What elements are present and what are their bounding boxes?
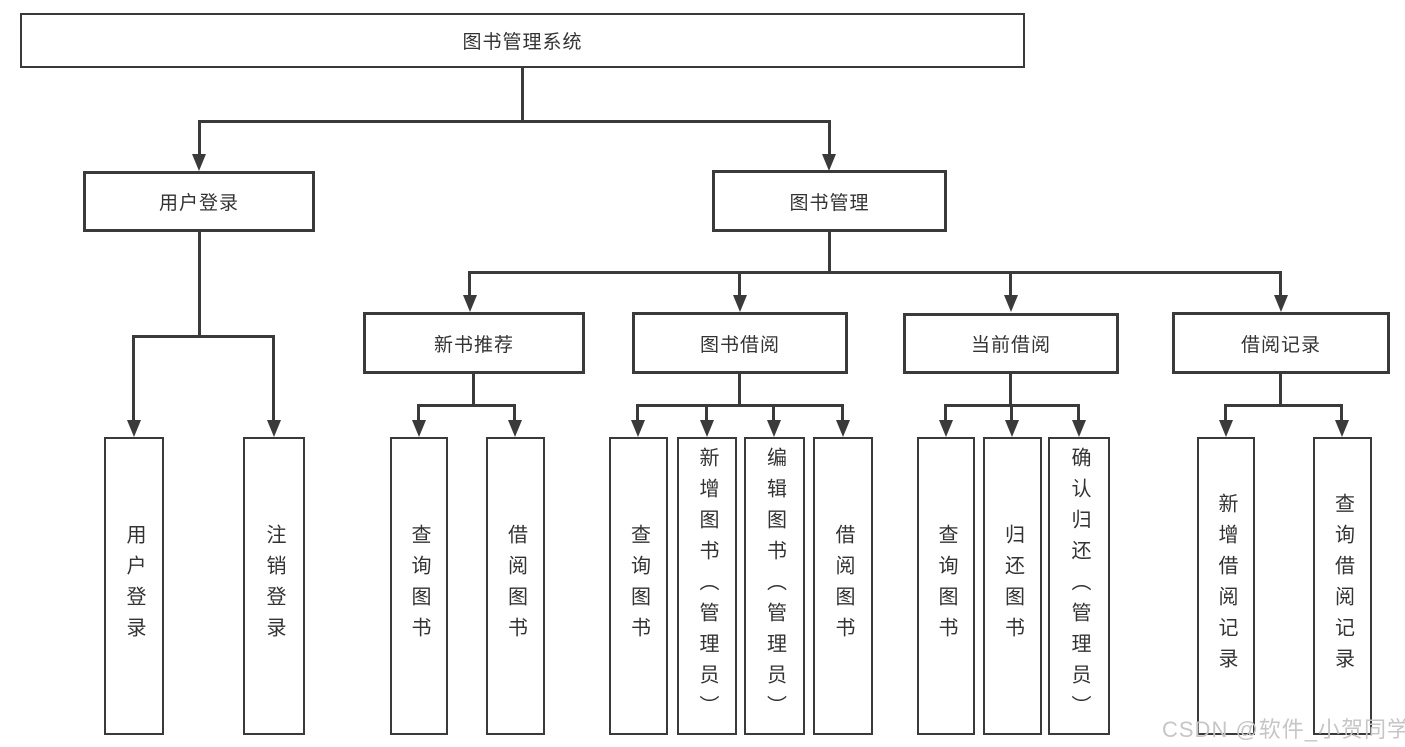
leaf-confirm-return-admin: 确认归还（管理员） xyxy=(1048,437,1110,735)
arrow-down-icon xyxy=(267,420,281,437)
connector-line xyxy=(738,271,741,299)
node-new-book-recommend-label: 新书推荐 xyxy=(433,334,514,356)
node-user-login: 用户登录 xyxy=(83,171,315,232)
leaf-add-books-admin: 新增图书（管理员） xyxy=(677,437,737,735)
node-book-management-system: 图书管理系统 xyxy=(20,13,1025,68)
arrow-down-icon xyxy=(939,420,953,437)
leaf-confirm-return-admin-label: 确认归还（管理员） xyxy=(1068,446,1090,726)
connector-line xyxy=(513,404,516,424)
node-borrow-records: 借阅记录 xyxy=(1172,312,1390,374)
leaf-return-books-label: 归还图书 xyxy=(1001,524,1024,648)
connector-line xyxy=(1009,374,1012,407)
arrow-down-icon xyxy=(192,154,206,171)
node-book-borrowing-label: 图书借阅 xyxy=(699,334,780,356)
node-book-management-system-label: 图书管理系统 xyxy=(462,32,583,53)
leaf-edit-books-admin-label: 编辑图书（管理员） xyxy=(763,446,786,726)
connector-line xyxy=(1279,271,1282,299)
connector-line xyxy=(417,404,516,407)
connector-line xyxy=(636,404,639,424)
leaf-query-books-2: 查询图书 xyxy=(609,437,668,735)
connector-line xyxy=(1077,404,1080,424)
connector-line xyxy=(198,232,201,338)
arrow-down-icon xyxy=(1005,420,1019,437)
connector-line xyxy=(472,374,475,407)
leaf-borrow-books-2-label: 借阅图书 xyxy=(832,524,854,648)
arrow-down-icon xyxy=(1072,420,1086,437)
leaf-user-login-label: 用户登录 xyxy=(123,524,145,648)
connector-line xyxy=(521,68,524,121)
connector-line xyxy=(828,120,831,158)
connector-line xyxy=(468,271,471,299)
leaf-add-borrow-record-label: 新增借阅记录 xyxy=(1215,493,1237,679)
leaf-query-books-3-label: 查询图书 xyxy=(935,524,957,648)
connector-line xyxy=(636,404,843,407)
arrow-down-icon xyxy=(700,420,714,437)
connector-line xyxy=(132,335,275,338)
arrow-down-icon xyxy=(412,420,426,437)
connector-line xyxy=(705,404,708,424)
connector-line xyxy=(944,404,947,424)
connector-line xyxy=(1224,404,1227,424)
node-new-book-recommend: 新书推荐 xyxy=(363,312,585,374)
connector-line xyxy=(198,120,201,158)
node-current-borrowing: 当前借阅 xyxy=(903,313,1119,374)
node-borrow-records-label: 借阅记录 xyxy=(1240,334,1321,356)
arrow-down-icon xyxy=(127,420,141,437)
leaf-query-books-1-label: 查询图书 xyxy=(408,524,430,648)
arrow-down-icon xyxy=(1004,295,1018,312)
node-current-borrowing-label: 当前借阅 xyxy=(970,335,1051,356)
connector-line xyxy=(841,404,844,424)
arrow-down-icon xyxy=(1219,420,1233,437)
leaf-query-books-1: 查询图书 xyxy=(390,437,448,735)
leaf-add-books-admin-label: 新增图书（管理员） xyxy=(696,446,718,726)
leaf-borrow-books-2: 借阅图书 xyxy=(813,437,873,735)
leaf-query-books-2-label: 查询图书 xyxy=(627,524,650,648)
connector-line xyxy=(132,335,135,423)
arrow-down-icon xyxy=(508,420,522,437)
arrow-down-icon xyxy=(836,420,850,437)
node-book-borrowing: 图书借阅 xyxy=(632,312,848,374)
leaf-query-borrow-record: 查询借阅记录 xyxy=(1313,437,1372,735)
connector-line xyxy=(198,120,831,123)
connector-line xyxy=(1224,404,1342,407)
leaf-query-books-3: 查询图书 xyxy=(917,437,975,735)
leaf-borrow-books-1: 借阅图书 xyxy=(486,437,545,735)
leaf-logout-label: 注销登录 xyxy=(263,524,285,648)
arrow-down-icon xyxy=(463,295,477,312)
arrow-down-icon xyxy=(1274,295,1288,312)
leaf-user-login: 用户登录 xyxy=(104,437,164,735)
connector-line xyxy=(417,404,420,424)
arrow-down-icon xyxy=(733,295,747,312)
connector-line xyxy=(772,404,775,424)
watermark-csdn: CSDN @软件_小贺同学 xyxy=(1162,717,1405,742)
leaf-return-books: 归还图书 xyxy=(983,437,1042,735)
arrow-down-icon xyxy=(1335,420,1349,437)
leaf-borrow-books-1-label: 借阅图书 xyxy=(504,524,527,648)
connector-line xyxy=(468,271,1281,274)
leaf-edit-books-admin: 编辑图书（管理员） xyxy=(744,437,805,735)
node-book-management: 图书管理 xyxy=(712,170,947,232)
connector-line xyxy=(738,374,741,407)
leaf-query-borrow-record-label: 查询借阅记录 xyxy=(1331,493,1354,679)
connector-line xyxy=(828,232,831,274)
leaf-logout: 注销登录 xyxy=(243,437,305,735)
node-book-management-label: 图书管理 xyxy=(789,192,870,214)
connector-line xyxy=(1009,271,1012,299)
connector-line xyxy=(272,335,275,423)
arrow-down-icon xyxy=(631,420,645,437)
connector-line xyxy=(1279,374,1282,407)
leaf-add-borrow-record: 新增借阅记录 xyxy=(1197,437,1255,735)
arrow-down-icon xyxy=(767,420,781,437)
connector-line xyxy=(1010,404,1013,424)
connector-line xyxy=(1340,404,1343,424)
arrow-down-icon xyxy=(822,154,836,171)
node-user-login-label: 用户登录 xyxy=(158,193,239,214)
